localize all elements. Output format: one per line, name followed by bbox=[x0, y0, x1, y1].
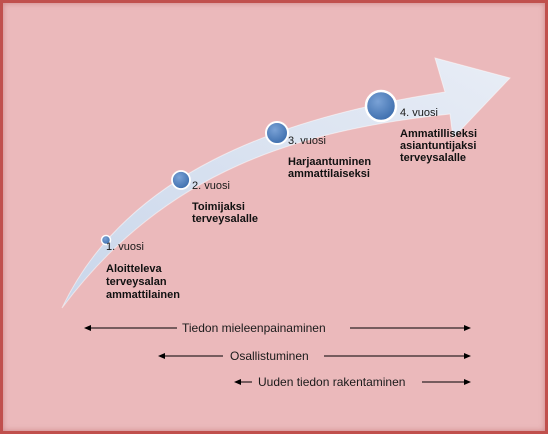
arrow-2-left-head bbox=[158, 353, 165, 359]
stage-4-line-3: terveysalalle bbox=[400, 152, 466, 164]
stage-2-line-2: terveysalalle bbox=[192, 213, 258, 225]
arrow-1-right-head bbox=[464, 325, 471, 331]
growth-arrow-ribbon bbox=[61, 57, 511, 309]
stage-1-line-1: Aloitteleva bbox=[106, 263, 163, 275]
stage-3-line-2: ammattilaiseksi bbox=[288, 168, 370, 180]
stage-2-circle bbox=[171, 170, 191, 190]
stage-3-year: 3. vuosi bbox=[288, 135, 326, 147]
stage-1-circle bbox=[100, 234, 112, 246]
stage-4-line-2: asiantuntijaksi bbox=[400, 140, 476, 152]
arrow-2-label: Osallistuminen bbox=[230, 349, 309, 363]
stage-3-line-1: Harjaantuminen bbox=[288, 156, 371, 168]
stage-2-line-1: Toimijaksi bbox=[192, 201, 245, 213]
stage-3-circle bbox=[265, 121, 289, 145]
arrow-2-right-head bbox=[464, 353, 471, 359]
stage-2-year: 2. vuosi bbox=[192, 180, 230, 192]
arrow-3-right-head bbox=[464, 379, 471, 385]
arrow-3-label: Uuden tiedon rakentaminen bbox=[258, 375, 405, 389]
stage-1-line-2: terveysalan bbox=[106, 276, 167, 288]
stage-4-line-1: Ammatilliseksi bbox=[400, 128, 477, 140]
stage-4-year: 4. vuosi bbox=[400, 107, 438, 119]
arrow-1-label: Tiedon mieleenpainaminen bbox=[182, 321, 326, 335]
stage-1-year: 1. vuosi bbox=[106, 241, 144, 253]
stage-4-circle bbox=[364, 89, 398, 123]
arrow-1-left-head bbox=[84, 325, 91, 331]
stage-1-line-3: ammattilainen bbox=[106, 289, 180, 301]
arrow-3-left-head bbox=[234, 379, 241, 385]
